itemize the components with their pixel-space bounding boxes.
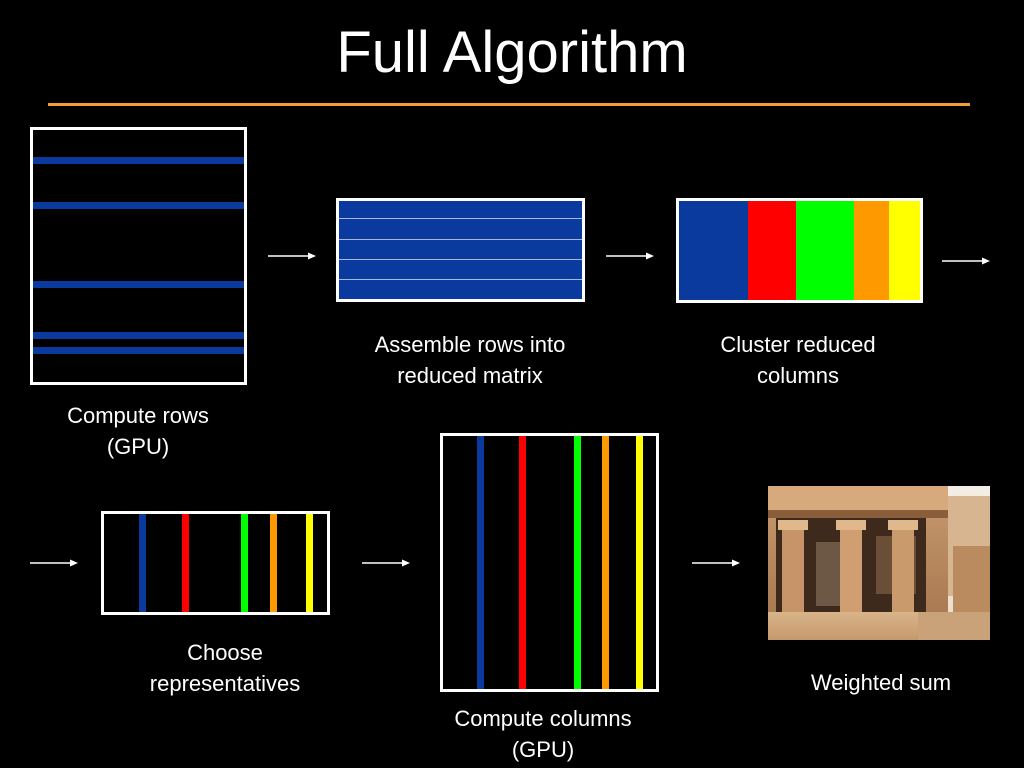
computed-column-yellow [636, 436, 643, 689]
cluster-blue [679, 201, 748, 300]
computed-column-orange [602, 436, 609, 689]
cluster-orange [854, 201, 889, 300]
caption-choose-reps: Choose representatives [149, 640, 301, 696]
reduced-matrix [336, 198, 585, 302]
reduced-row-divider [339, 279, 582, 280]
arrow-right-icon [692, 559, 740, 567]
arrow-right-icon [606, 252, 654, 260]
arrow-right-icon [30, 559, 78, 567]
computed-column-blue [477, 436, 484, 689]
caption-compute-columns: Compute columns (GPU) [454, 706, 632, 762]
computed-row [33, 347, 244, 354]
full-matrix-rows [30, 127, 247, 385]
caption-cluster-columns: Cluster reduced columns [720, 332, 876, 388]
reduced-row-divider [339, 239, 582, 240]
computed-row [33, 332, 244, 339]
computed-row [33, 202, 244, 209]
reduced-row-divider [339, 218, 582, 219]
computed-column-red [519, 436, 526, 689]
reduced-row-divider [339, 259, 582, 260]
rep-column-green [241, 514, 248, 612]
rep-column-yellow [306, 514, 313, 612]
caption-assemble-rows: Assemble rows into reduced matrix [374, 332, 566, 388]
cluster-yellow [889, 201, 920, 300]
caption-compute-rows: Compute rows (GPU) [67, 403, 209, 459]
computed-column-green [574, 436, 581, 689]
representatives-matrix [101, 511, 330, 615]
computed-row [33, 281, 244, 288]
rep-column-orange [270, 514, 277, 612]
rep-column-red [182, 514, 189, 612]
slide-title: Full Algorithm [336, 20, 688, 85]
cluster-red [748, 201, 796, 300]
rendered-temple-image [768, 486, 990, 640]
arrow-right-icon [362, 559, 410, 567]
computed-row [33, 157, 244, 164]
caption-weighted-sum: Weighted sum [810, 670, 952, 695]
clustered-columns [676, 198, 923, 303]
title-underline [48, 103, 970, 106]
full-matrix-columns [440, 433, 659, 692]
arrow-right-icon [268, 252, 316, 260]
rep-column-blue [139, 514, 146, 612]
arrow-right-icon [942, 257, 990, 265]
cluster-green [796, 201, 854, 300]
